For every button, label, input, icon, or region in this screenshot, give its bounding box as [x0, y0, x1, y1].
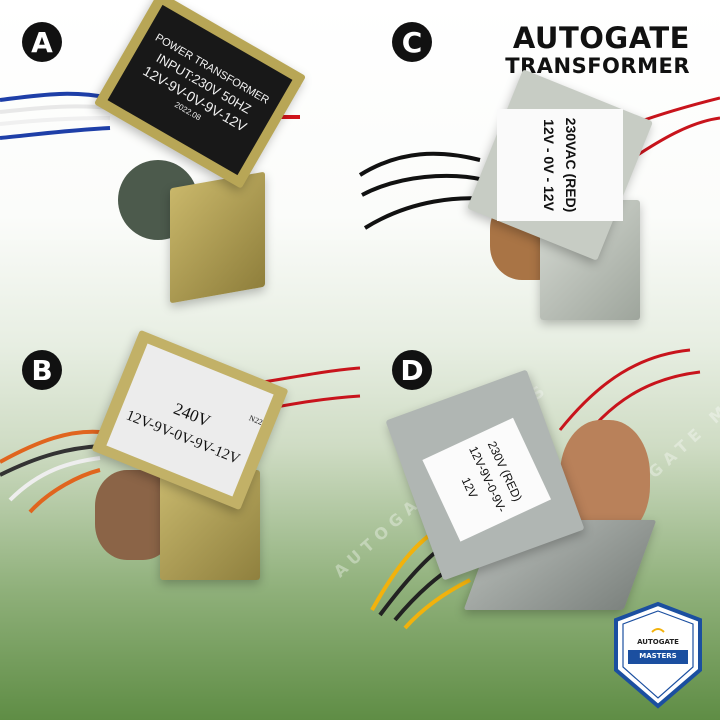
wire-orange [28, 468, 101, 514]
wire-white [0, 116, 111, 126]
title-line-1: AUTOGATE [512, 21, 690, 55]
wire-black [361, 173, 486, 197]
wire-red [558, 348, 691, 431]
panel-b-badge: B [22, 350, 62, 390]
transformer-c-label: 230VAC (RED) 12V - 0V - 12V [497, 109, 623, 221]
wire-black [358, 151, 481, 177]
label-line: 230VAC (RED) [563, 117, 580, 213]
panel-c-badge: C [392, 22, 432, 62]
panel-d-badge: D [392, 350, 432, 390]
wire-orange [0, 429, 101, 464]
title-line-2: TRANSFORMER [505, 54, 690, 78]
wire-blue [0, 91, 111, 102]
wire-blue [0, 126, 111, 140]
brand-logo: AUTOGATE MASTERS [610, 600, 706, 714]
logo-text-autogate: AUTOGATE [637, 638, 679, 646]
logo-text-masters: MASTERS [639, 652, 677, 660]
label-line: 12V - 0V - 12V [541, 119, 557, 211]
wire-white [0, 104, 111, 114]
transformer-a-bracket [170, 171, 265, 304]
wire-black [0, 444, 101, 477]
wire-white [8, 456, 101, 502]
page-title: AUTOGATE TRANSFORMER [505, 24, 690, 77]
wire-yellow [403, 578, 471, 630]
shield-icon [614, 601, 702, 709]
transformer-d-label: 230V (RED) 12V-9V-0-9V-12V [422, 417, 552, 542]
panel-a-badge: A [22, 22, 62, 62]
